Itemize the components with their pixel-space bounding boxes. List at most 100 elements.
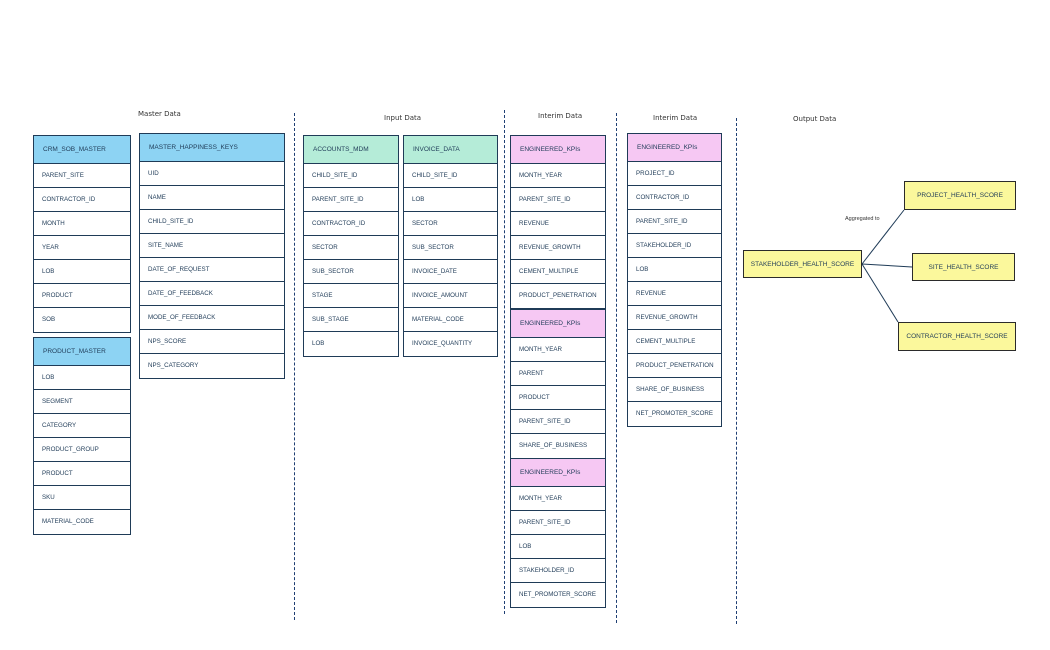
- table-field-row: CONTRACTOR_ID: [34, 188, 130, 212]
- table-field-row: REVENUE_GROWTH: [511, 236, 605, 260]
- table-field-row: PRODUCT: [34, 462, 130, 486]
- section-title-master: Master Data: [138, 110, 181, 118]
- table-field-row: REVENUE_GROWTH: [628, 306, 721, 330]
- table-header: CRM_SOB_MASTER: [34, 136, 130, 164]
- table-field-row: STAKEHOLDER_ID: [511, 559, 605, 583]
- table-field-row: PRODUCT: [511, 386, 605, 410]
- table-field-row: SOB: [42, 316, 56, 323]
- table-field-row: PARENT_SITE_ID: [511, 410, 605, 434]
- section-title-output: Output Data: [793, 115, 837, 123]
- table-field-row: PRODUCT: [34, 284, 130, 308]
- table-field-row: PRODUCT_PENETRATION: [519, 292, 597, 299]
- table-field-row: NPS_CATEGORY: [148, 362, 199, 369]
- stakeholder-health-score-box: STAKEHOLDER_HEALTH_SCORE: [743, 250, 862, 278]
- table-header: ENGINEERED_KPIs: [511, 459, 605, 487]
- table-header: ENGINEERED_KPIs: [628, 134, 721, 162]
- table-header: MASTER_HAPPINESS_KEYS: [140, 134, 284, 162]
- table-field-row: PARENT_SITE_ID: [304, 188, 398, 212]
- table-field-row: LOB: [511, 535, 605, 559]
- section-title-interim-1: Interim Data: [538, 112, 583, 120]
- table-field-row: SHARE_OF_BUSINESS: [519, 442, 588, 449]
- table-header: INVOICE_DATA: [404, 136, 497, 164]
- section-divider: [504, 110, 505, 614]
- table-field-row: MATERIAL_CODE: [404, 308, 497, 332]
- section-divider: [736, 118, 737, 624]
- table-field-row: REVENUE: [511, 212, 605, 236]
- table-field-row: MONTH: [34, 212, 130, 236]
- site-health-score-box: SITE_HEALTH_SCORE: [912, 253, 1015, 281]
- section-divider: [616, 113, 617, 623]
- table-field-row: CONTRACTOR_ID: [304, 212, 398, 236]
- table-field-row: CONTRACTOR_ID: [628, 186, 721, 210]
- table-field-row: CHILD_SITE_ID: [140, 210, 284, 234]
- table-field-row: CHILD_SITE_ID: [404, 164, 497, 188]
- table-field-row: SUB_SECTOR: [304, 260, 398, 284]
- table-field-row: PRODUCT_PENETRATION: [628, 354, 721, 378]
- table-field-row: SUB_SECTOR: [404, 236, 497, 260]
- table-field-row: DATE_OF_REQUEST: [140, 258, 284, 282]
- table-field-row: INVOICE_AMOUNT: [404, 284, 497, 308]
- table-field-row: LOB: [34, 260, 130, 284]
- table-field-row: PARENT_SITE: [34, 164, 130, 188]
- table-field-row: INVOICE_QUANTITY: [412, 340, 473, 347]
- table-field-row: YEAR: [34, 236, 130, 260]
- table-field-row: SITE_NAME: [140, 234, 284, 258]
- table-field-row: PARENT_SITE_ID: [628, 210, 721, 234]
- table-field-row: SKU: [34, 486, 130, 510]
- table-field-row: PARENT_SITE_ID: [511, 188, 605, 212]
- table-field-row: CHILD_SITE_ID: [304, 164, 398, 188]
- table-field-row: CEMENT_MULTIPLE: [511, 260, 605, 284]
- table-field-row: LOB: [404, 188, 497, 212]
- table-field-row: UID: [140, 162, 284, 186]
- table-header: ACCOUNTS_MDM: [304, 136, 398, 164]
- table-field-row: NET_PROMOTER_SCORE: [519, 591, 597, 598]
- table-field-row: CEMENT_MULTIPLE: [628, 330, 721, 354]
- section-title-input: Input Data: [384, 114, 422, 122]
- table-field-row: NAME: [140, 186, 284, 210]
- table-field-row: LOB: [628, 258, 721, 282]
- table-field-row: NET_PROMOTER_SCORE: [636, 410, 714, 417]
- table-field-row: DATE_OF_FEEDBACK: [140, 282, 284, 306]
- table-field-row: MONTH_YEAR: [511, 338, 605, 362]
- section-divider: [294, 113, 295, 620]
- table-field-row: MONTH_YEAR: [511, 164, 605, 188]
- table-field-row: PRODUCT_GROUP: [34, 438, 130, 462]
- table-header: PRODUCT_MASTER: [34, 338, 130, 366]
- section-title-interim-2: Interim Data: [653, 114, 698, 122]
- connector-line: [861, 263, 899, 323]
- table-field-row: SHARE_OF_BUSINESS: [628, 378, 721, 402]
- table-field-row: LOB: [34, 366, 130, 390]
- table-field-row: MONTH_YEAR: [511, 487, 605, 511]
- table-field-row: SEGMENT: [34, 390, 130, 414]
- table-field-row: STAGE: [304, 284, 398, 308]
- table-field-row: SECTOR: [404, 212, 497, 236]
- table-field-row: NPS_SCORE: [140, 330, 284, 354]
- table-field-row: MODE_OF_FEEDBACK: [140, 306, 284, 330]
- table-field-row: INVOICE_DATE: [404, 260, 497, 284]
- table-field-row: SUB_STAGE: [304, 308, 398, 332]
- table-field-row: MATERIAL_CODE: [42, 518, 94, 525]
- table-field-row: PROJECT_ID: [628, 162, 721, 186]
- table-field-row: REVENUE: [628, 282, 721, 306]
- table-header: ENGINEERED_KPIs: [511, 310, 605, 338]
- table-field-row: SECTOR: [304, 236, 398, 260]
- connector-line: [861, 209, 905, 265]
- project-health-score-box: PROJECT_HEALTH_SCORE: [904, 181, 1016, 210]
- table-field-row: PARENT_SITE_ID: [511, 511, 605, 535]
- table-field-row: STAKEHOLDER_ID: [628, 234, 721, 258]
- connector-line: [861, 263, 913, 268]
- contractor-health-score-box: CONTRACTOR_HEALTH_SCORE: [898, 322, 1016, 351]
- aggregated-to-label: Aggregated to: [845, 216, 880, 222]
- table-field-row: CATEGORY: [34, 414, 130, 438]
- table-header: ENGINEERED_KPIs: [511, 136, 605, 164]
